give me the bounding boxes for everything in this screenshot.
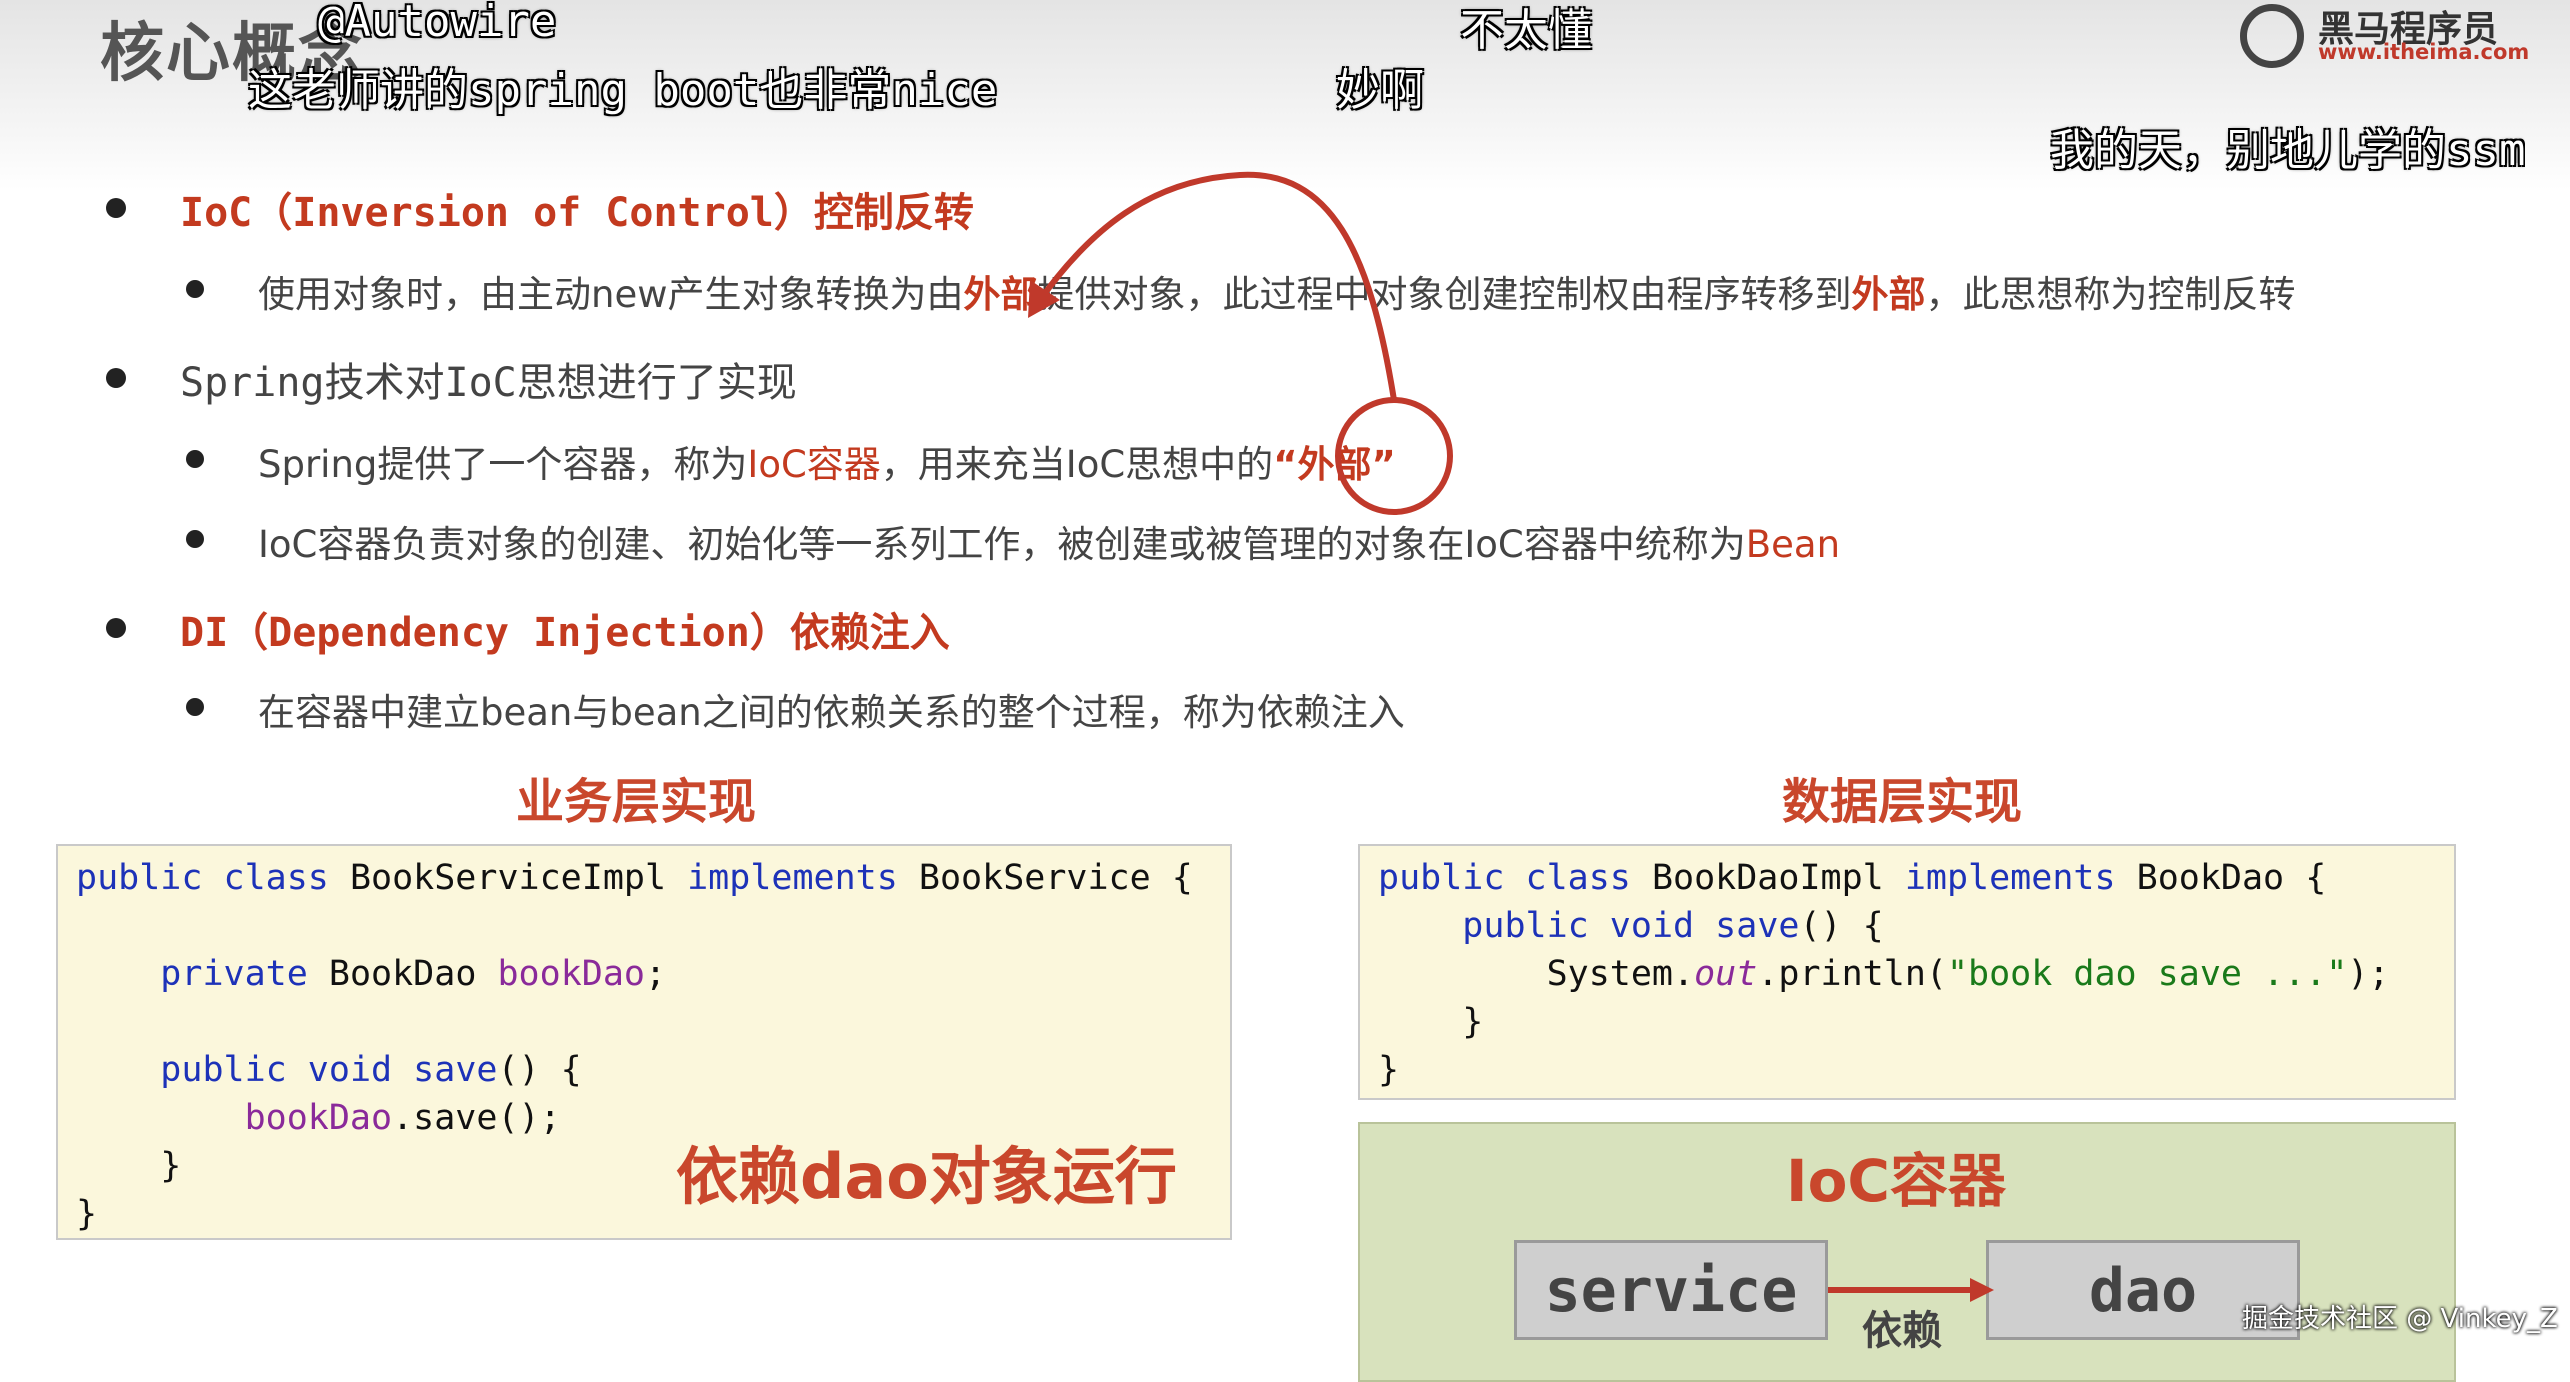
- highlight-bean: Bean: [1745, 523, 1841, 566]
- slide-header-band: [0, 0, 2570, 190]
- danmaku-comment: 这老师讲的spring boot也非常nice: [248, 65, 998, 116]
- code-token: bookDao: [497, 954, 645, 994]
- code-token: BookDao {: [2136, 858, 2327, 898]
- di-label-cn: 依赖注入: [789, 610, 950, 656]
- text-segment: ，用来充当IoC思想中的: [880, 443, 1274, 486]
- bullet-dot: [106, 368, 126, 388]
- code-token: .save();: [392, 1098, 561, 1138]
- text-segment: 提供对象，此过程中对象创建控制权由程序转移到: [1037, 273, 1852, 316]
- service-code: public class BookServiceImpl implements …: [76, 854, 1193, 1238]
- danmaku-comment: @Autowire: [318, 0, 557, 47]
- code-token: ;: [645, 954, 667, 994]
- code-token: public class: [76, 858, 329, 898]
- code-token: save: [413, 1050, 498, 1090]
- text-segment: ，此思想称为控制反转: [1925, 273, 2296, 316]
- code-token: save: [1715, 906, 1800, 946]
- bullet-dot: [186, 280, 204, 298]
- code-token: public void: [1462, 906, 1695, 946]
- service-dependency-note: 依赖dao对象运行: [676, 1140, 1177, 1213]
- text-segment: 使用对象时，由主动new产生对象转换为由: [258, 273, 964, 316]
- code-token: }: [76, 1194, 98, 1234]
- dao-section-title: 数据层实现: [1782, 774, 2023, 830]
- logo-mark-icon: [2240, 4, 2304, 68]
- code-token: out: [1694, 954, 1758, 994]
- highlight-ioc-container: IoC容器: [747, 443, 881, 486]
- bullet-spring: Spring技术对IoC思想进行了实现: [180, 360, 797, 406]
- bullet-di-desc: 在容器中建立bean与bean之间的依赖关系的整个过程，称为依赖注入: [258, 691, 1405, 734]
- code-token: public class: [1378, 858, 1631, 898]
- bullet-dot: [106, 618, 126, 638]
- service-code-box: public class BookServiceImpl implements …: [56, 844, 1232, 1240]
- code-token: }: [1462, 1002, 1484, 1042]
- dependency-arrow-label: 依赖: [1862, 1308, 1942, 1354]
- text-segment: IoC容器负责对象的创建、初始化等一系列工作，被创建或被管理的对象在IoC容器中…: [258, 523, 1746, 566]
- service-section-title: 业务层实现: [516, 774, 757, 830]
- bullet-ioc: IoC（Inversion of Control）控制反转: [180, 180, 974, 238]
- code-token: System.: [1546, 954, 1695, 994]
- itheima-logo: 黑马程序员 www.itheima.com: [2240, 0, 2540, 72]
- ioc-label: IoC（Inversion of Control）: [180, 190, 814, 236]
- code-token: .println(: [1757, 954, 1947, 994]
- bullet-di: DI（Dependency Injection）依赖注入: [180, 600, 950, 658]
- code-token: BookDao: [328, 954, 477, 994]
- code-token: }: [1378, 1050, 1400, 1090]
- code-token: BookDaoImpl: [1651, 858, 1884, 898]
- code-token: public void: [160, 1050, 393, 1090]
- code-token: implements: [1904, 858, 2116, 898]
- danmaku-comment: 妙啊: [1336, 65, 1424, 116]
- di-label: DI（Dependency Injection）: [180, 610, 790, 656]
- watermark: 掘金技术社区 @ Vinkey_Z: [2242, 1304, 2558, 1334]
- code-token: BookServiceImpl: [349, 858, 667, 898]
- code-token: );: [2347, 954, 2390, 994]
- code-token: implements: [687, 858, 898, 898]
- service-bean-box: service: [1514, 1240, 1828, 1340]
- code-token: private: [160, 954, 308, 994]
- bullet-ioc-desc: 使用对象时，由主动new产生对象转换为由外部提供对象，此过程中对象创建控制权由程…: [258, 264, 2295, 318]
- dao-code-box: public class BookDaoImpl implements Book…: [1358, 844, 2456, 1100]
- logo-url: www.itheima.com: [2318, 40, 2530, 64]
- code-token: "book dao save ...": [1946, 954, 2348, 994]
- bullet-container: Spring提供了一个容器，称为IoC容器，用来充当IoC思想中的“外部”: [258, 434, 1396, 488]
- ioc-label-cn: 控制反转: [813, 190, 974, 236]
- code-token: }: [160, 1146, 182, 1186]
- ioc-container-title: IoC容器: [1786, 1147, 2006, 1215]
- bullet-dot: [186, 450, 204, 468]
- code-token: BookService {: [918, 858, 1193, 898]
- bullet-dot: [186, 530, 204, 548]
- code-token: () {: [497, 1050, 582, 1090]
- dao-bean-box: dao: [1986, 1240, 2300, 1340]
- bullet-dot: [106, 198, 126, 218]
- bullet-dot: [186, 698, 204, 716]
- code-token: () {: [1799, 906, 1884, 946]
- dao-code: public class BookDaoImpl implements Book…: [1378, 854, 2390, 1094]
- page-title: 核心概念: [100, 17, 364, 91]
- highlight-external: 外部: [1851, 273, 1926, 316]
- text-segment: Spring提供了一个容器，称为: [258, 443, 748, 486]
- highlight-external-quoted: “外部”: [1273, 443, 1396, 486]
- danmaku-comment: 不太懂: [1460, 5, 1592, 56]
- dependency-arrow: [1828, 1278, 1994, 1302]
- highlight-external: 外部: [963, 273, 1038, 316]
- code-token: bookDao: [244, 1098, 393, 1138]
- danmaku-comment: 我的天，别地儿学的ssm: [2050, 125, 2526, 176]
- bullet-bean: IoC容器负责对象的创建、初始化等一系列工作，被创建或被管理的对象在IoC容器中…: [258, 514, 1840, 568]
- logo-text: 黑马程序员: [2318, 9, 2499, 50]
